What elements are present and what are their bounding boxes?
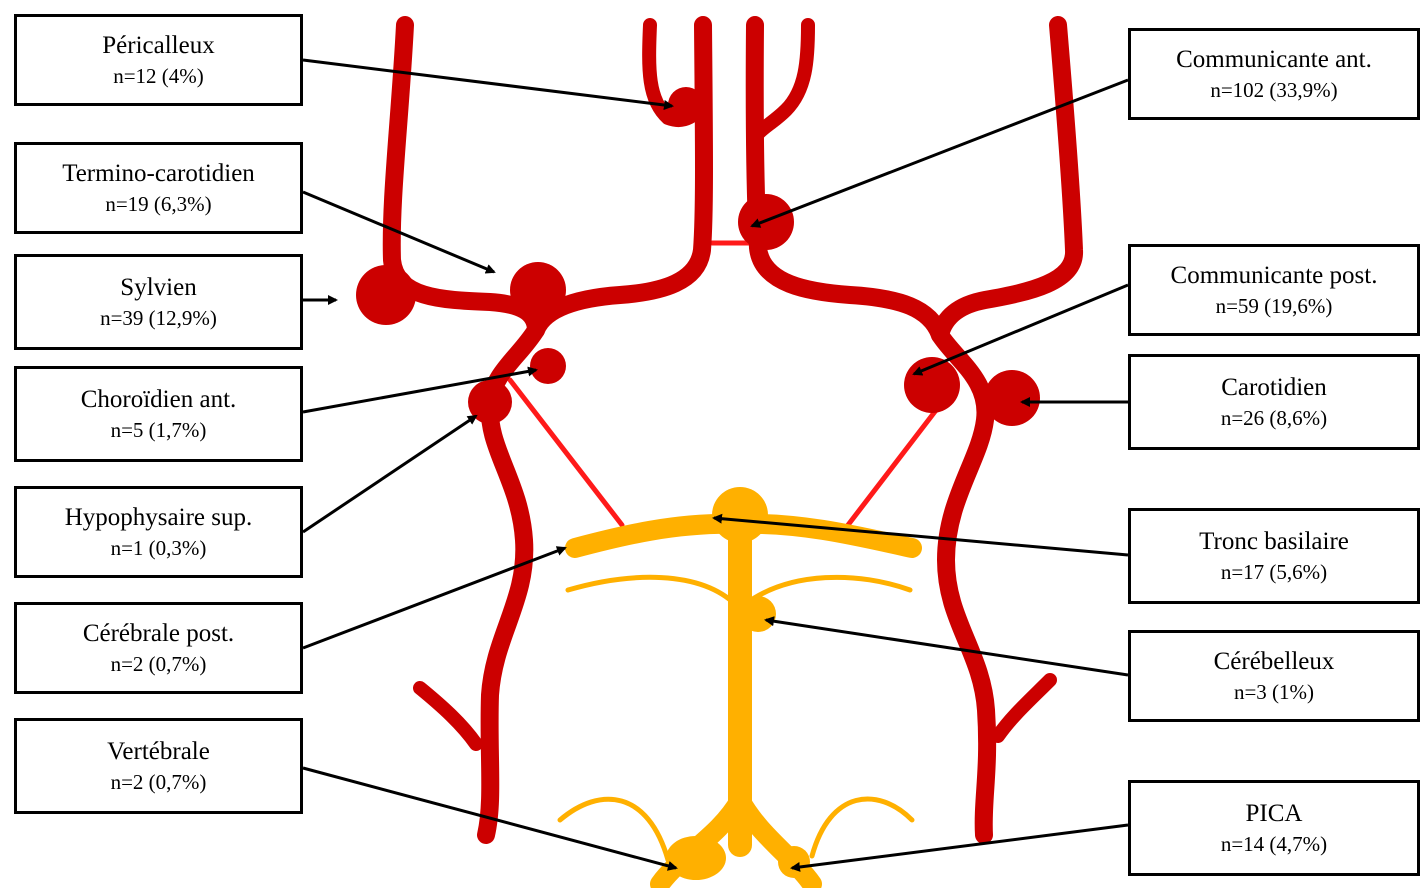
cerebelleux-aneurysm (740, 596, 776, 632)
label-pica: PICA n=14 (4,7%) (1128, 780, 1420, 876)
right-pica-branch (809, 796, 915, 859)
label-cerebrale-post: Cérébrale post. n=2 (0,7%) (14, 602, 303, 694)
label-name: Termino-carotidien (62, 160, 255, 188)
right-posterior-communicating-artery (845, 402, 943, 528)
label-cerebelleux: Cérébelleux n=3 (1%) (1128, 630, 1420, 722)
label-count: n=5 (1,7%) (110, 417, 207, 442)
comm-post-arrow (912, 283, 1129, 376)
choroidien-aneurysm (530, 348, 566, 384)
cerebelleux-arrow (764, 616, 1129, 677)
right-vertebral-artery (730, 790, 822, 893)
label-count: n=2 (0,7%) (110, 651, 207, 676)
label-pericalleux: Péricalleux n=12 (4%) (14, 14, 303, 106)
left-posterior-communicating-artery (507, 377, 625, 528)
label-count: n=59 (19,6%) (1215, 293, 1333, 318)
hypophysaire-aneurysm (468, 380, 512, 424)
vertebrale-aneurysm (666, 836, 726, 880)
label-name: Sylvien (120, 274, 197, 302)
label-tronc-basilaire: Tronc basilaire n=17 (5,6%) (1128, 508, 1420, 604)
right-callosomarginal-branch (750, 18, 815, 142)
label-comm-post: Communicante post. n=59 (19,6%) (1128, 244, 1420, 336)
label-count: n=1 (0,3%) (110, 535, 207, 560)
label-name: PICA (1245, 800, 1303, 828)
label-name: Choroïdien ant. (80, 386, 237, 414)
left-pica-branch (557, 796, 671, 863)
pericalleux-aneurysm (668, 87, 704, 123)
label-choroidien: Choroïdien ant. n=5 (1,7%) (14, 366, 303, 462)
label-count: n=14 (4,7%) (1220, 831, 1328, 856)
comm-ant-arrow (750, 78, 1129, 228)
label-count: n=17 (5,6%) (1220, 559, 1328, 584)
left-anterior-cerebral-artery (527, 16, 713, 339)
tronc-basilaire-arrow (712, 513, 1129, 557)
pica-arrow (790, 823, 1129, 872)
label-count: n=26 (8,6%) (1220, 405, 1328, 430)
label-name: Communicante ant. (1176, 46, 1372, 74)
label-name: Cérébelleux (1213, 648, 1335, 676)
pica-aneurysm (778, 846, 810, 878)
cerebrale-post-arrow (302, 546, 567, 650)
label-name: Vertébrale (107, 738, 210, 766)
label-name: Cérébrale post. (82, 620, 235, 648)
left-external-carotid-branch (413, 681, 483, 751)
label-sylvien: Sylvien n=39 (12,9%) (14, 254, 303, 350)
termino-carotidien-arrow (302, 190, 496, 274)
label-count: n=3 (1%) (1233, 679, 1315, 704)
label-count: n=39 (12,9%) (100, 305, 217, 330)
label-name: Tronc basilaire (1199, 528, 1349, 556)
right-external-carotid-branch (991, 673, 1057, 743)
vertebrale-arrow (302, 766, 678, 871)
label-hypophysaire: Hypophysaire sup. n=1 (0,3%) (14, 486, 303, 578)
label-termino-carotidien: Termino-carotidien n=19 (6,3%) (14, 142, 303, 234)
label-count: n=2 (0,7%) (110, 769, 207, 794)
right-anterior-cerebral-artery (745, 16, 949, 344)
label-count: n=19 (6,3%) (105, 191, 212, 216)
right-middle-cerebral-artery (931, 16, 1083, 344)
carotidien-aneurysm (984, 370, 1040, 426)
label-vertebrale: Vertébrale n=2 (0,7%) (14, 718, 303, 814)
hypophysaire-arrow (302, 414, 478, 534)
label-name: Hypophysaire sup. (64, 504, 253, 532)
label-name: Péricalleux (102, 32, 215, 60)
right-superior-cerebellar-artery (741, 574, 913, 608)
pericalleux-arrow (302, 58, 674, 110)
label-comm-ant: Communicante ant. n=102 (33,9%) (1128, 28, 1420, 120)
sylvien-aneurysm (356, 265, 416, 325)
label-name: Communicante post. (1170, 262, 1378, 290)
right-internal-carotid-artery (931, 326, 997, 844)
label-name: Carotidien (1221, 374, 1327, 402)
left-superior-cerebellar-artery (565, 574, 739, 608)
label-count: n=102 (33,9%) (1210, 77, 1338, 102)
termino-carotidien-aneurysm (510, 262, 566, 318)
label-carotidien: Carotidien n=26 (8,6%) (1128, 354, 1420, 450)
label-count: n=12 (4%) (113, 63, 204, 88)
choroidien-arrow (302, 366, 538, 414)
tronc-basilaire-aneurysm (712, 487, 768, 543)
